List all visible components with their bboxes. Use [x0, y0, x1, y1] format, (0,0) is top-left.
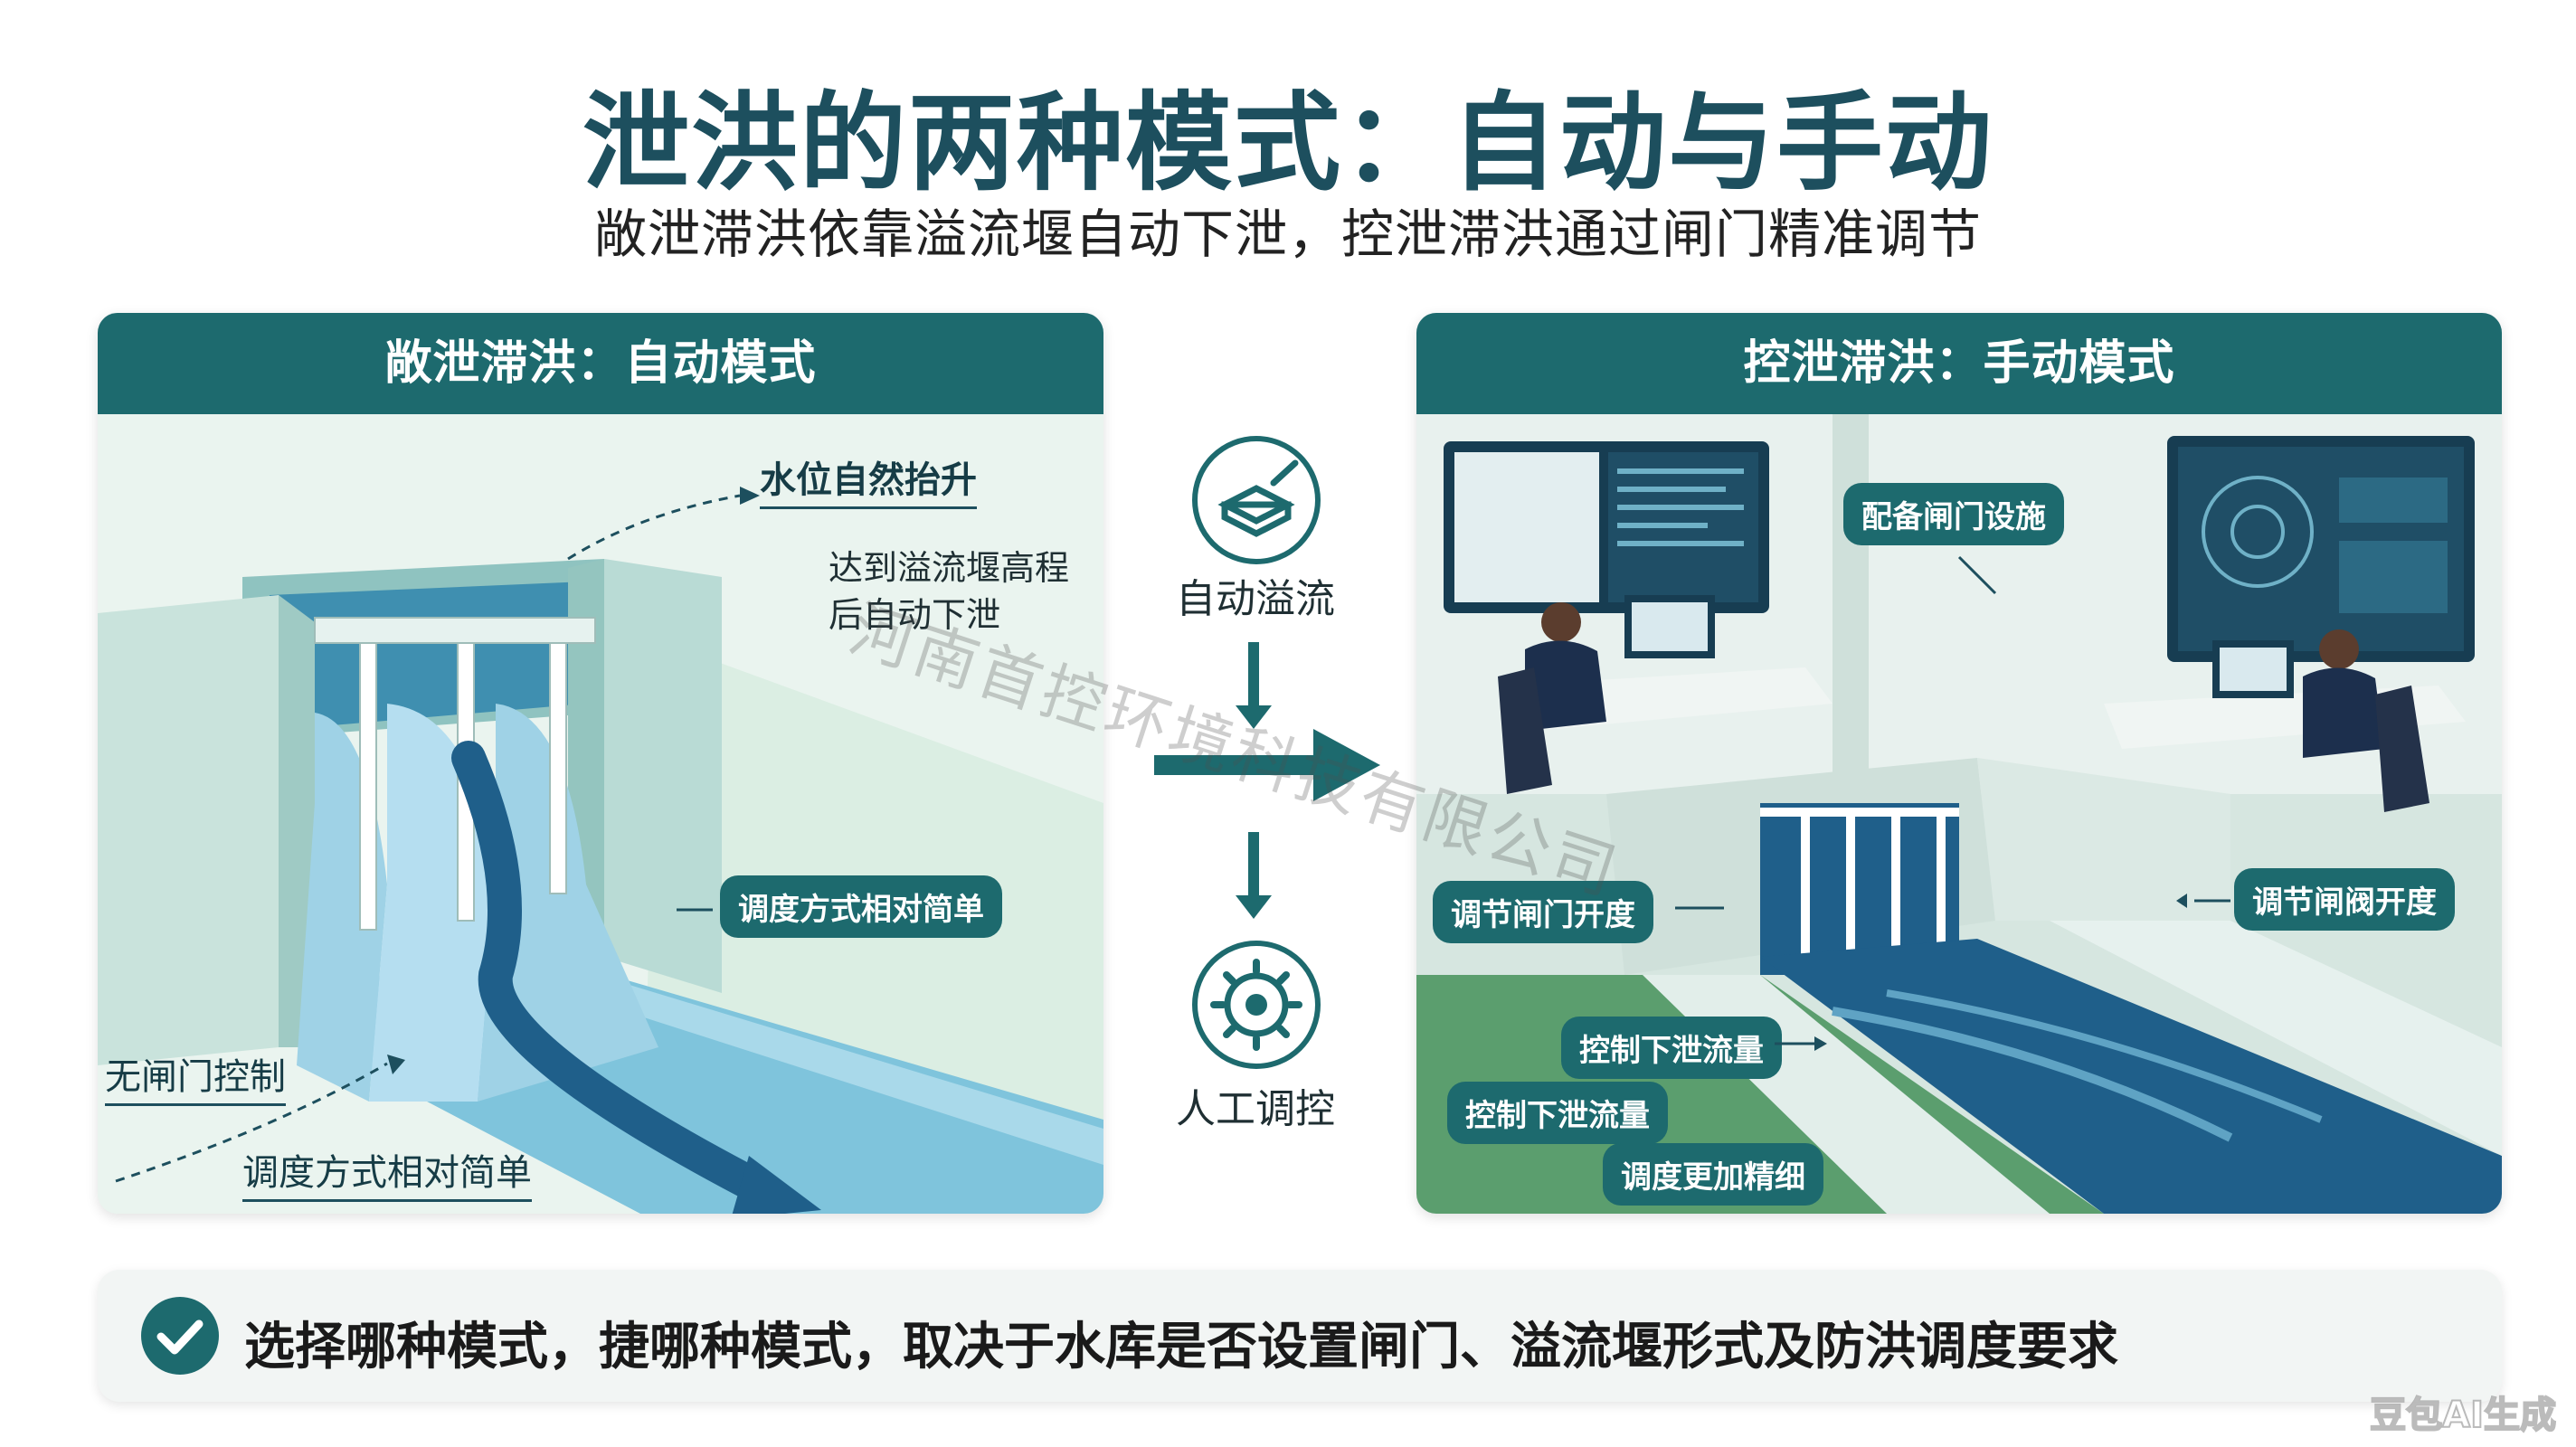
control-flow-tag-2: 控制下泄流量	[1447, 1082, 1668, 1144]
auto-overflow-label: 自动溢流	[1176, 576, 1335, 622]
manual-mode-panel: 控泄滞洪：手动模式	[1416, 313, 2502, 1214]
adjust-gate-tag: 调节闸门开度	[1433, 881, 1653, 943]
no-gate-label: 无闸门控制	[105, 1047, 286, 1106]
gate-facility-tag: 配备闸门设施	[1843, 483, 2064, 545]
simple-dispatch-bottom-label: 调度方式相对简单	[242, 1143, 532, 1202]
finer-dispatch-tag: 调度更加精细	[1603, 1143, 1823, 1206]
manual-control-label: 人工调控	[1176, 1086, 1335, 1132]
conclusion-bar: 选择哪种模式，捷哪种模式，取决于水库是否设置闸门、溢流堰形式及防洪调度要求	[98, 1270, 2502, 1402]
ai-generated-mark: 豆包AI生成	[2369, 1394, 2557, 1437]
manual-control-icon	[1192, 941, 1321, 1069]
conclusion-text: 选择哪种模式，捷哪种模式，取决于水库是否设置闸门、溢流堰形式及防洪调度要求	[244, 1318, 2118, 1376]
control-flow-tag-1: 控制下泄流量	[1561, 1017, 1782, 1079]
spillway-illustration	[98, 414, 1103, 1214]
adjust-valve-tag: 调节闸阀开度	[2234, 868, 2455, 931]
page-subtitle: 敞泄滞洪依靠溢流堰自动下泄，控泄滞洪通过闸门精准调节	[593, 203, 1982, 265]
auto-mode-panel: 敞泄滞洪：自动模式 水位自然抬升 达到溢流堰高程后自动下泄	[98, 313, 1103, 1214]
check-icon	[141, 1297, 219, 1375]
overflow-note: 达到溢流堰高程后自动下泄	[829, 548, 1070, 635]
simple-dispatch-tag: 调度方式相对简单	[720, 875, 1002, 938]
manual-mode-header: 控泄滞洪：手动模式	[1416, 313, 2502, 414]
water-rise-label: 水位自然抬升	[760, 450, 977, 509]
page-title: 泄洪的两种模式：自动与手动	[582, 80, 1994, 205]
auto-overflow-icon	[1192, 436, 1321, 564]
auto-mode-header: 敞泄滞洪：自动模式	[98, 313, 1103, 414]
